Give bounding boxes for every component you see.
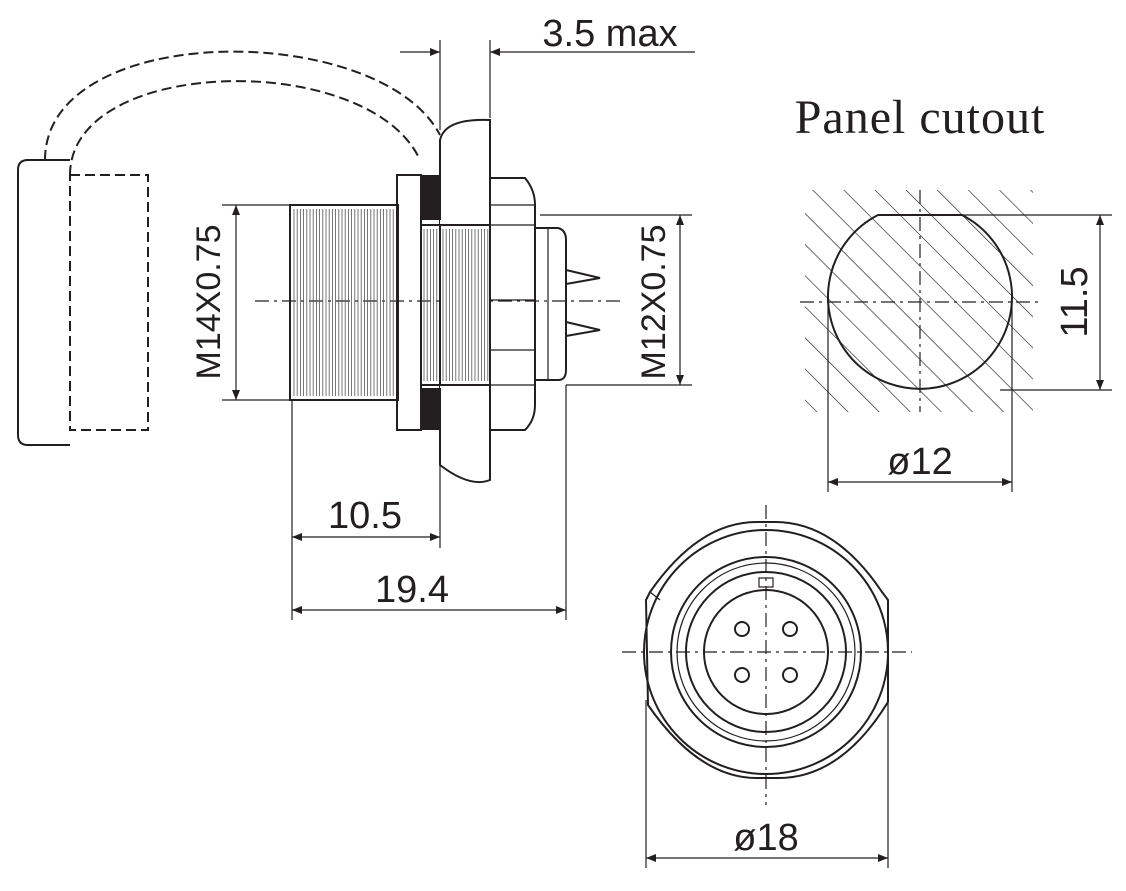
hex-nut — [489, 177, 536, 431]
dim-panel-thickness: 3.5 max — [400, 13, 695, 130]
label-front-length: 10.5 — [328, 495, 402, 537]
dim-rear-thread: M12X0.75 — [540, 214, 692, 386]
label-nut-diameter: ø18 — [733, 817, 798, 859]
gasket-bottom — [421, 388, 440, 430]
panel-section — [439, 118, 491, 484]
front-view: ø18 — [622, 505, 912, 868]
label-rear-thread: M12X0.75 — [635, 225, 673, 380]
label-front-thread: M14X0.75 — [190, 225, 228, 380]
label-panel-thickness: 3.5 max — [542, 13, 677, 55]
dim-lengths: 10.5 19.4 — [291, 385, 567, 620]
front-thread — [289, 204, 399, 401]
rear-body — [535, 227, 601, 381]
label-overall-length: 19.4 — [375, 569, 449, 611]
gasket-top — [421, 175, 440, 220]
panel-cutout-title: Panel cutout — [795, 91, 1046, 144]
flange — [396, 174, 422, 431]
dust-cap — [17, 50, 441, 446]
dim-front-thread: M14X0.75 — [190, 204, 290, 401]
label-cutout-flat: 11.5 — [1054, 266, 1096, 337]
panel-cutout: 11.5 ø12 — [800, 190, 1112, 492]
label-cutout-diameter: ø12 — [887, 441, 952, 483]
